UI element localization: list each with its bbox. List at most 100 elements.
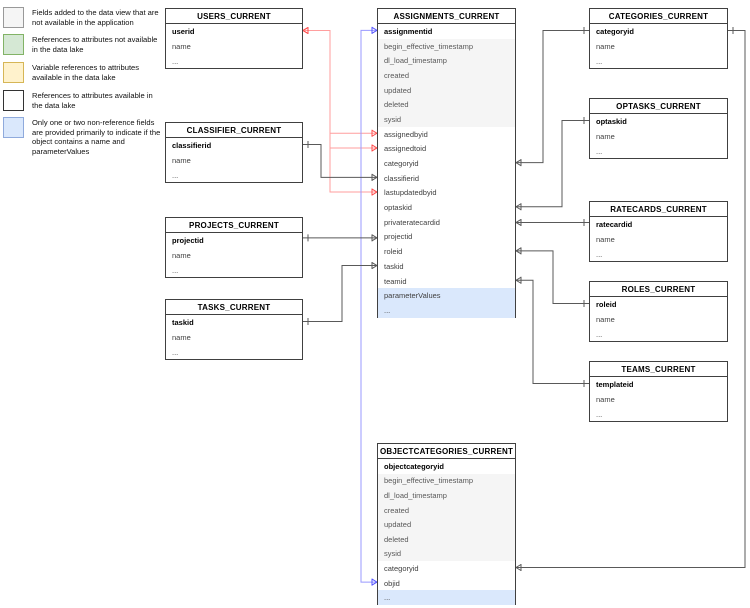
entity-table-objectcategories[interactable]: OBJECTCATEGORIES_CURRENT objectcategoryi… — [377, 443, 516, 605]
field-row-users-0[interactable]: userid — [172, 27, 195, 36]
field-row-categories-0[interactable]: categoryid — [596, 27, 634, 36]
field-row-objectcategories-4[interactable]: updated — [378, 517, 515, 532]
field-row-classifier-0[interactable]: classifierid — [172, 141, 212, 150]
field-row-classifier-2[interactable]: ... — [172, 171, 179, 180]
field-row-users-2[interactable]: ... — [172, 57, 179, 66]
arrowhead-icon — [302, 27, 309, 34]
field-row-ratecards-0[interactable]: ratecardid — [596, 220, 633, 229]
field-row-assignments-19[interactable]: ... — [378, 303, 515, 318]
field-row-assignments-17[interactable]: teamid — [384, 276, 407, 286]
field-row-optasks-1[interactable]: name — [596, 132, 615, 141]
field-row-objectcategories-0[interactable]: objectcategoryid — [384, 461, 445, 471]
legend-item-label: Variable references to attributes availa… — [32, 63, 140, 82]
field-row-optasks-0[interactable]: optaskid — [596, 117, 627, 126]
connector-assignments-optasks-8 — [516, 120, 589, 208]
field-row-projects-0[interactable]: projectid — [172, 236, 204, 245]
field-row-assignments-15[interactable]: roleid — [384, 247, 403, 257]
field-row-assignments-12[interactable]: optaskid — [384, 203, 412, 213]
connector-assignments-teams-11 — [516, 279, 589, 384]
field-row-assignments-4[interactable]: updated — [378, 82, 515, 98]
field-row-projects-1[interactable]: name — [172, 251, 191, 260]
field-row-assignments-9[interactable]: categoryid — [384, 159, 419, 169]
field-row-assignments-10[interactable]: classifierid — [384, 173, 420, 183]
connector-classifier-assignments-4 — [303, 144, 377, 178]
entity-table-rows: classifierid name... — [166, 138, 302, 183]
field-row-optasks-2[interactable]: ... — [596, 147, 603, 156]
field-row-teams-2[interactable]: ... — [596, 410, 603, 419]
field-row-assignments-11[interactable]: lastupdatedbyid — [384, 188, 437, 198]
field-row-users-1[interactable]: name — [172, 42, 191, 51]
entity-table-title: USERS_CURRENT — [166, 9, 302, 24]
field-row-assignments-18[interactable]: parameterValues — [378, 288, 515, 304]
field-row-teams-1[interactable]: name — [596, 395, 615, 404]
field-row-tasks-0[interactable]: taskid — [172, 318, 194, 327]
field-row-assignments-3[interactable]: created — [378, 68, 515, 83]
field-row-objectcategories-9[interactable]: ... — [378, 590, 515, 605]
arrowhead-icon — [515, 219, 522, 226]
arrowhead-icon — [515, 203, 522, 211]
field-row-assignments-13[interactable]: privateratecardid — [384, 217, 440, 227]
entity-table-rows: objectcategoryid begin_effective_timestam… — [378, 459, 515, 605]
field-row-tasks-1[interactable]: name — [172, 333, 191, 342]
entity-table-tasks[interactable]: TASKS_CURRENT taskid name... — [165, 299, 303, 360]
field-row-ratecards-2[interactable]: ... — [596, 250, 603, 259]
connector-users-assignments-1 — [303, 30, 377, 149]
connector-assignments-categories-7 — [516, 30, 589, 164]
field-row-objectcategories-8[interactable]: objid — [384, 578, 400, 588]
entity-table-rows: optaskid name... — [590, 114, 727, 159]
entity-table-rows: roleid name... — [590, 297, 727, 342]
field-row-assignments-6[interactable]: sysid — [378, 112, 515, 127]
legend-item-label: Only one or two non-reference fields are… — [32, 118, 161, 156]
field-row-tasks-2[interactable]: ... — [172, 348, 179, 357]
field-row-assignments-7[interactable]: assignedbyid — [384, 129, 428, 139]
field-row-assignments-1[interactable]: begin_effective_timestamp — [378, 38, 515, 54]
yellow-swatch — [3, 62, 24, 83]
arrowhead-icon — [515, 564, 522, 571]
field-row-objectcategories-7[interactable]: categoryid — [384, 563, 419, 573]
entity-table-rows: projectid name... — [166, 233, 302, 278]
field-row-assignments-8[interactable]: assignedtoid — [384, 144, 427, 154]
legend-item-label: References to attributes not available i… — [32, 35, 158, 54]
field-row-assignments-16[interactable]: taskid — [384, 261, 404, 271]
legend-item: Only one or two non-reference fields are… — [3, 117, 164, 156]
field-row-roles-1[interactable]: name — [596, 315, 615, 324]
field-row-assignments-5[interactable]: deleted — [378, 97, 515, 113]
connector-assignments-objectcategories-3 — [360, 29, 377, 583]
entity-table-rows: templateid name... — [590, 377, 727, 422]
entity-table-title: TASKS_CURRENT — [166, 300, 302, 315]
legend-item-label: Fields added to the data view that are n… — [32, 8, 159, 27]
connector-tasks-assignments-6 — [303, 265, 377, 322]
connector-users-assignments-2 — [303, 30, 377, 193]
field-row-projects-2[interactable]: ... — [172, 266, 179, 275]
field-row-categories-1[interactable]: name — [596, 42, 615, 51]
field-row-roles-2[interactable]: ... — [596, 330, 603, 339]
field-row-assignments-0[interactable]: assignmentid — [384, 26, 433, 36]
legend-item: References to attributes available in th… — [3, 90, 164, 111]
field-row-ratecards-1[interactable]: name — [596, 235, 615, 244]
field-row-objectcategories-2[interactable]: dl_load_timestamp — [378, 488, 515, 503]
field-row-objectcategories-1[interactable]: begin_effective_timestamp — [378, 473, 515, 489]
legend-item: Fields added to the data view that are n… — [3, 7, 164, 28]
field-row-categories-2[interactable]: ... — [596, 57, 603, 66]
field-row-objectcategories-3[interactable]: created — [378, 502, 515, 518]
field-row-assignments-2[interactable]: dl_load_timestamp — [378, 53, 515, 69]
entity-table-users[interactable]: USERS_CURRENT userid name... — [165, 8, 303, 69]
field-row-objectcategories-6[interactable]: sysid — [378, 546, 515, 562]
field-row-classifier-1[interactable]: name — [172, 156, 191, 165]
field-row-objectcategories-5[interactable]: deleted — [378, 531, 515, 547]
field-row-teams-0[interactable]: templateid — [596, 380, 634, 389]
green-swatch — [3, 34, 24, 55]
field-row-assignments-14[interactable]: projectid — [384, 232, 413, 242]
entity-table-rows: userid name... — [166, 24, 302, 69]
field-row-roles-0[interactable]: roleid — [596, 300, 617, 309]
